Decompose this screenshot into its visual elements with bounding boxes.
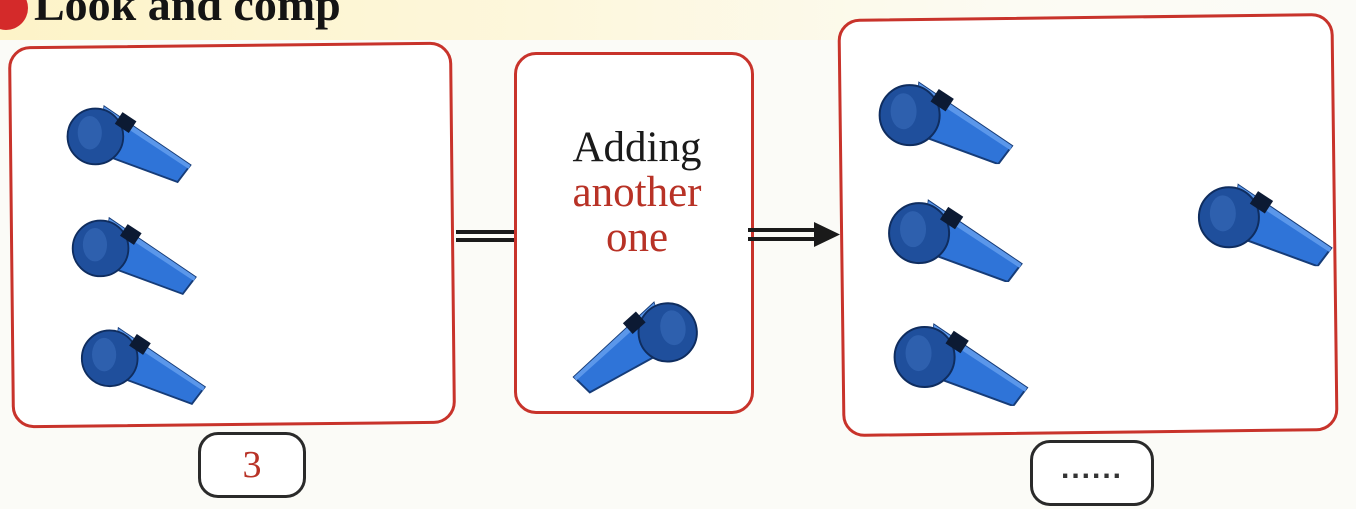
whistle-icon — [888, 306, 1029, 408]
left-count-value: 3 — [242, 444, 262, 486]
left-count-box: 3 — [198, 432, 306, 498]
right-group-box — [837, 12, 1339, 438]
whistle-icon — [873, 64, 1014, 166]
caption-adding: Adding — [572, 124, 702, 171]
exercise-heading: Look and comp — [34, 0, 341, 30]
double-line-connector — [456, 230, 516, 242]
whistle-icon — [561, 278, 710, 396]
caption-one: one — [605, 214, 669, 261]
caption-another: another — [572, 169, 702, 216]
whistle-icon — [882, 182, 1023, 284]
adding-card: Adding another one — [514, 52, 754, 414]
whistle-icon — [1192, 166, 1333, 268]
right-count-box[interactable]: ...... — [1030, 440, 1154, 506]
left-group-box — [8, 41, 456, 429]
whistle-icon — [61, 87, 192, 184]
right-count-blank: ...... — [1060, 452, 1123, 485]
whistle-icon — [67, 199, 198, 296]
double-arrow-icon — [748, 222, 840, 247]
whistle-icon — [76, 309, 207, 406]
